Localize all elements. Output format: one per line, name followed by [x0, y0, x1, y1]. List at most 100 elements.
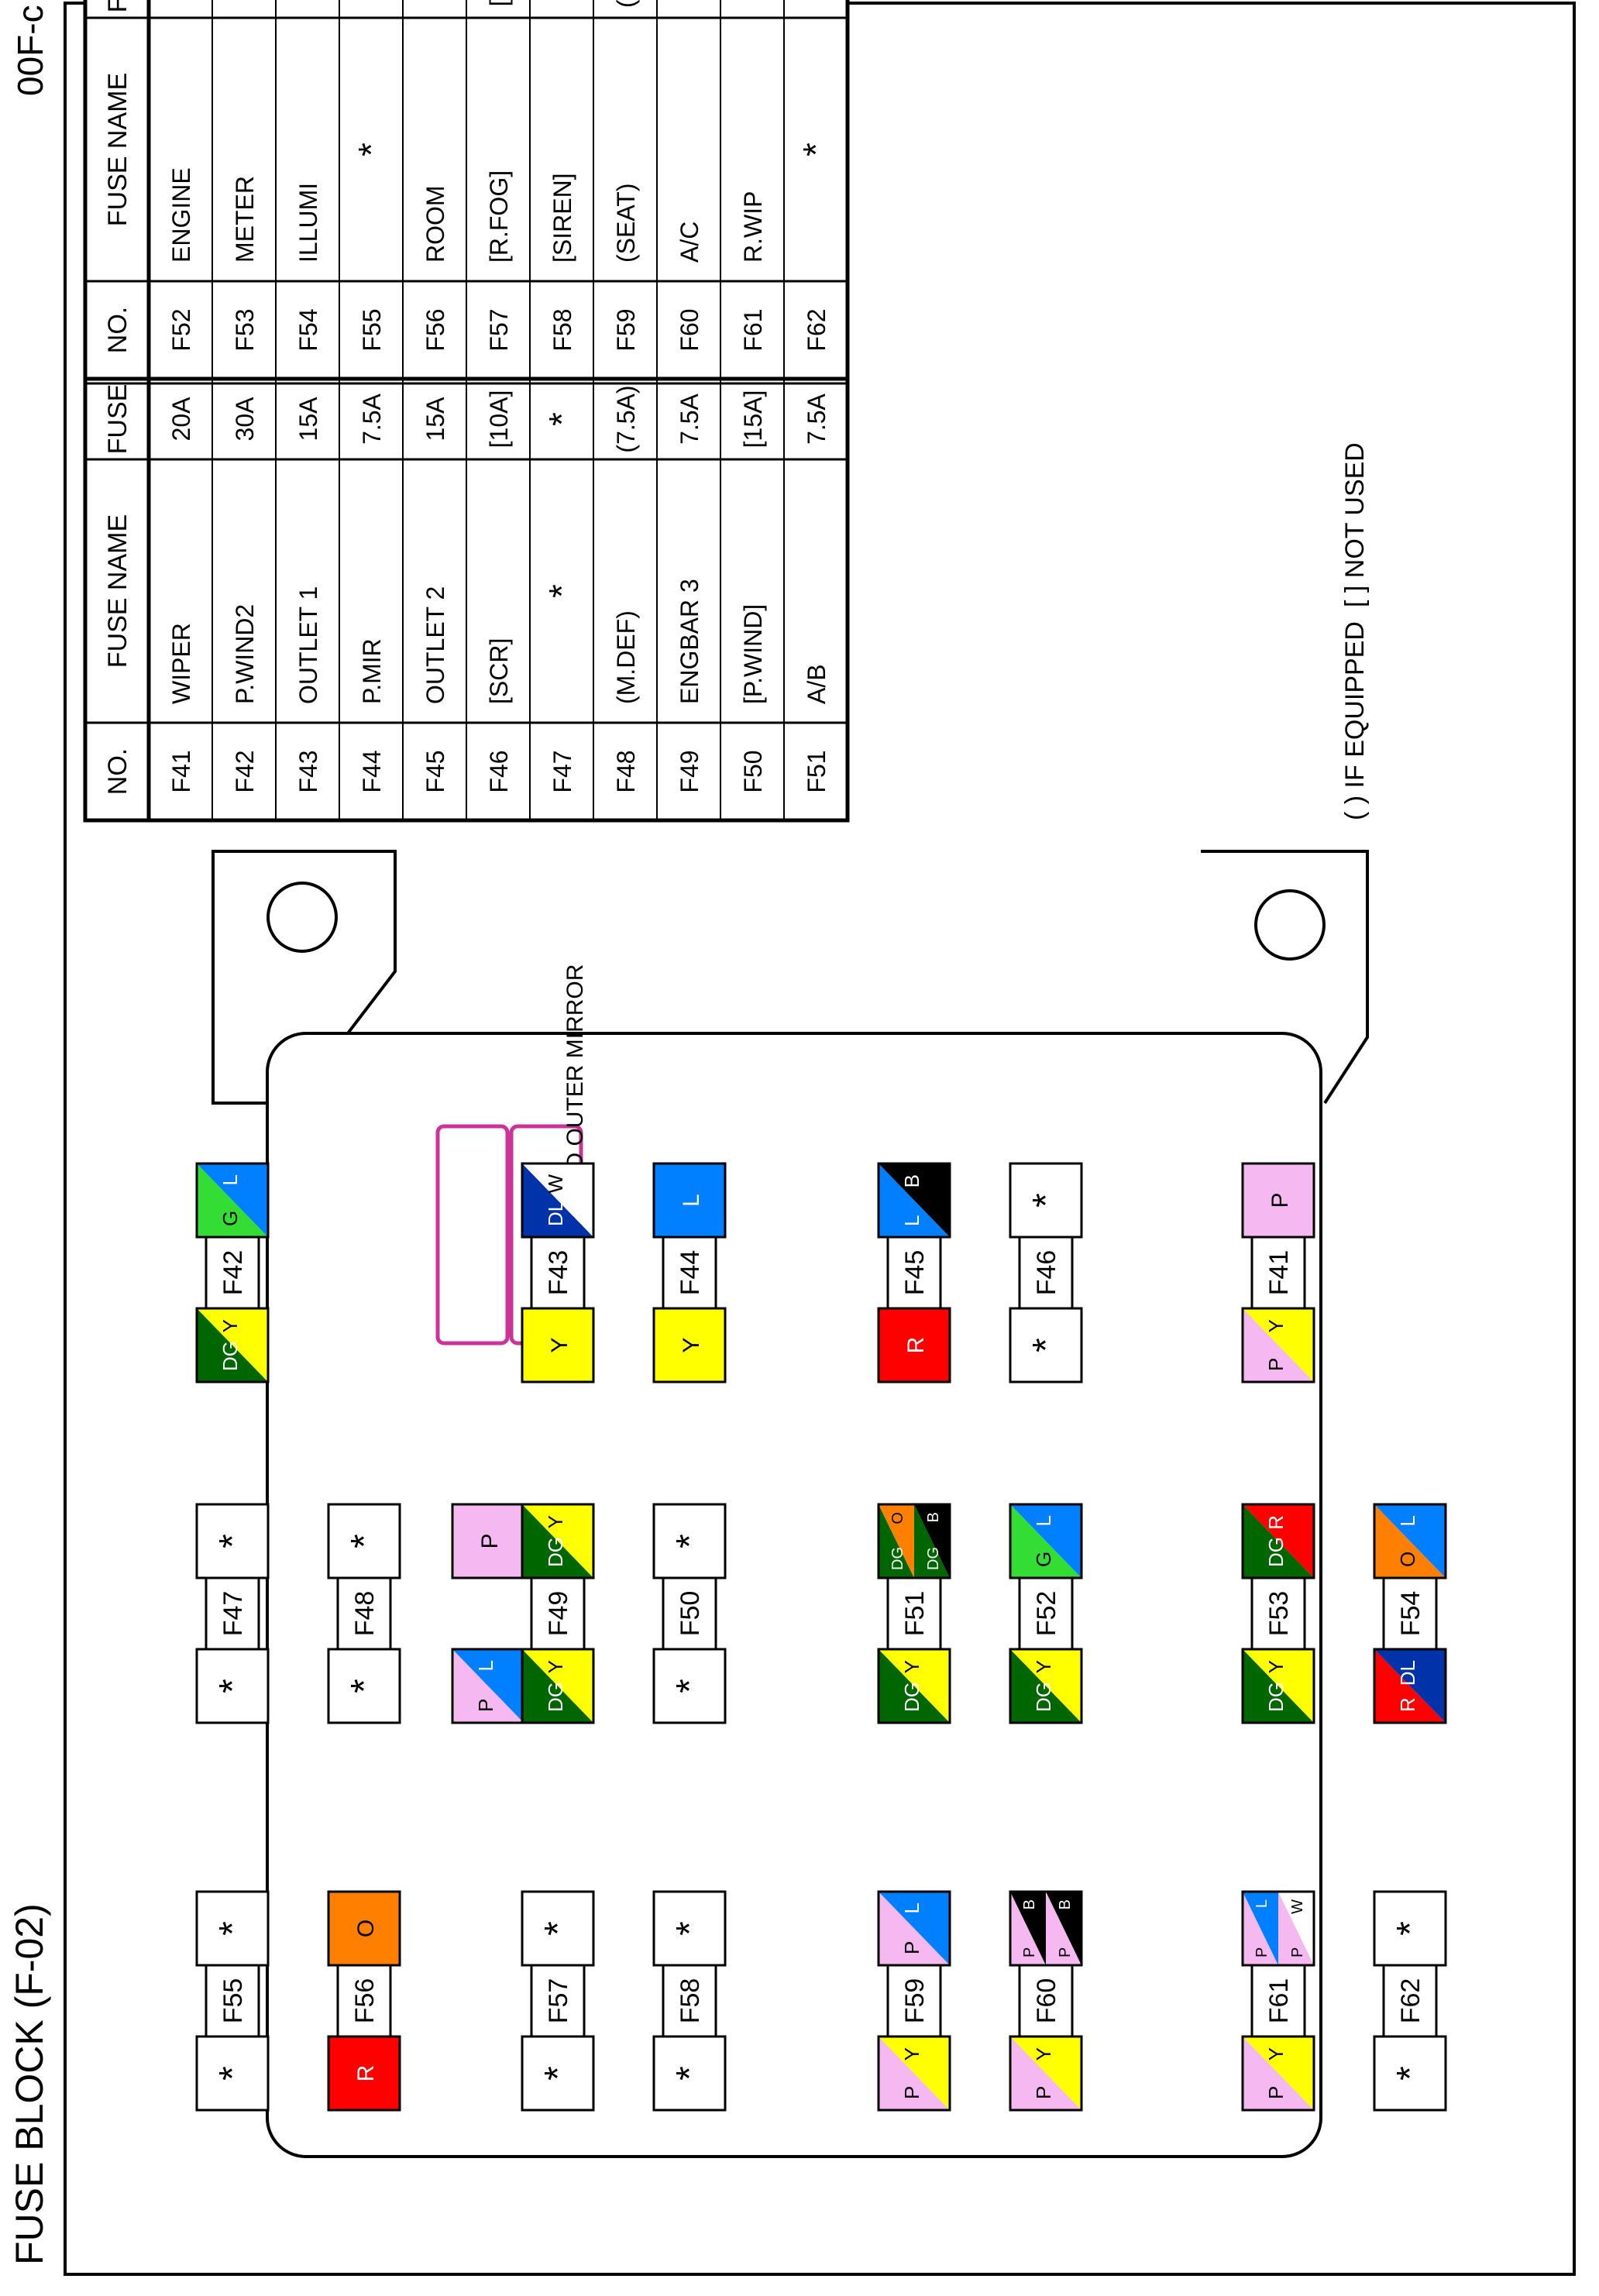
fuse-terminal-left: R	[877, 1307, 951, 1383]
fuse-label: F48	[350, 1591, 380, 1637]
fuse-label: F56	[350, 1978, 380, 2024]
table-cell: *	[542, 412, 582, 426]
fuse-terminal-left: R	[327, 2035, 401, 2112]
fuse-f50: *F50*	[652, 1503, 727, 1724]
fuse-label: F42	[218, 1250, 248, 1296]
table-header: FUSE	[103, 0, 132, 12]
table-cell: R.WIP	[739, 191, 767, 263]
fuse-label: F46	[1032, 1250, 1061, 1296]
mount-tab-left	[211, 850, 397, 1105]
table-cell: A/C	[676, 222, 703, 263]
fuse-terminal-left: DGY	[877, 1648, 951, 1724]
table-cell: F45	[421, 750, 449, 792]
table-cell: [10A]	[485, 0, 513, 6]
wire-color-label: Y	[544, 1660, 567, 1673]
fuse-label: F47	[218, 1591, 248, 1637]
wire-color-label: L	[900, 1215, 923, 1226]
wire-color-label: *	[538, 1921, 579, 1936]
fuse-f58: *F58*	[652, 1890, 727, 2112]
table-header: NO.	[103, 748, 132, 795]
fuse-terminal-left: DG Y	[1241, 1648, 1315, 1724]
fuse-table-left: NO.FUSE NAMEFUSEF41WIPER20AF42P.WIND230A…	[83, 376, 850, 823]
wire-color-label: *	[538, 2066, 579, 2081]
fuse-terminal-left: RDL	[1373, 1648, 1447, 1724]
wire-color-label: L	[218, 1174, 242, 1185]
table-header: FUSE	[103, 384, 132, 455]
fuses-layer: *F55*RF56O*F57**F58*PYF59PLPYF60PBPBPYF6…	[195, 1162, 1447, 2112]
fuse-label: F57	[544, 1978, 573, 2024]
fuse-f62: *F62*	[1373, 1890, 1447, 2112]
fuse-label: F59	[900, 1978, 930, 2024]
table-cell: ENGINE	[167, 167, 195, 263]
fuse-terminal-right: *	[195, 1890, 270, 1967]
table-cell: (SEAT)	[612, 183, 640, 263]
wire-color-label: DG	[900, 1682, 923, 1712]
fuse-label: F51	[900, 1591, 930, 1637]
wire-color-label: L	[1253, 1899, 1271, 1908]
fuse-terminal-left: PY	[1009, 2035, 1083, 2112]
fuse-f44: Y F44 L	[652, 1162, 727, 1383]
fuse-terminal-left: *	[521, 2035, 595, 2112]
table-cell: F60	[676, 308, 703, 351]
wire-color-label: *	[669, 2066, 710, 2081]
wire-color-label: Y	[1264, 2047, 1288, 2061]
wire-color-label: B	[1057, 1899, 1074, 1909]
wire-color-label: R	[1396, 1697, 1419, 1712]
wire-color-label: L	[1032, 1515, 1055, 1526]
table-header: NO.	[103, 307, 132, 353]
fuse-terminal-left: PY	[877, 2035, 951, 2112]
table-cell: [R.FOG]	[485, 170, 513, 263]
table-cell: F42	[231, 750, 259, 792]
wire-color-label: DL	[544, 1201, 567, 1226]
fuse-table: NO.FUSE NAMEFUSEF41WIPER20AF42P.WIND230A…	[83, 0, 850, 823]
fuse-terminal-right: *	[195, 1503, 270, 1579]
table-cell: WIPER	[167, 623, 195, 704]
wire-color-label: *	[1390, 2066, 1431, 2081]
fuse-terminal-right: LB	[877, 1162, 951, 1239]
fuse-label: F50	[676, 1591, 705, 1637]
table-cell: F62	[803, 308, 830, 351]
wire-color-label: *	[212, 2066, 253, 2081]
wire-color-label: *	[669, 1534, 710, 1548]
page-title: FUSE BLOCK (F-02)	[8, 1903, 51, 2265]
fuse-label: F58	[676, 1978, 705, 2024]
wire-color-label: DG	[1264, 1682, 1288, 1712]
table-cell: ENGBAR 3	[676, 579, 703, 704]
wire-color-label: DG	[925, 1547, 942, 1570]
rotated-content: FUSE BLOCK (F-02) 00F-c : WITH HEATED OU…	[8, 0, 1576, 2276]
wire-color-label: P	[474, 1699, 497, 1712]
wire-color-label: Y	[1264, 1660, 1288, 1673]
page-code: 00F-c	[10, 5, 50, 96]
fuse-f47: *F47*	[195, 1503, 270, 1724]
table-cell: F57	[485, 308, 513, 351]
table-cell: [15A]	[739, 390, 767, 449]
fuse-terminal-left: *	[195, 2035, 270, 2112]
fuse-terminal-right: L	[652, 1162, 727, 1239]
table-cell: F61	[739, 308, 767, 351]
wire-color-label: O	[889, 1512, 906, 1524]
table-cell: F49	[676, 750, 703, 792]
wire-color-label: W	[544, 1174, 567, 1194]
wire-color-label: DG	[889, 1547, 906, 1570]
wire-color-label: Y	[1032, 1660, 1055, 1673]
fuse-label: F44	[676, 1250, 705, 1296]
table-cell: 7.5A	[803, 393, 830, 444]
fuse-terminal-left: PL	[451, 1648, 525, 1724]
fuse-terminal-right: GL	[1009, 1503, 1083, 1579]
wire-color-label: O	[353, 1920, 379, 1937]
wire-color-label: Y	[679, 1337, 704, 1353]
fuse-terminal-left: *	[652, 2035, 727, 2112]
wire-color-label: B	[900, 1174, 923, 1188]
wire-color-label: *	[1026, 1193, 1067, 1208]
table-header: FUSE NAME	[103, 514, 132, 668]
table-cell: 15A	[421, 397, 449, 442]
fuse-label: F54	[1396, 1591, 1425, 1637]
table-cell: F58	[548, 308, 576, 351]
